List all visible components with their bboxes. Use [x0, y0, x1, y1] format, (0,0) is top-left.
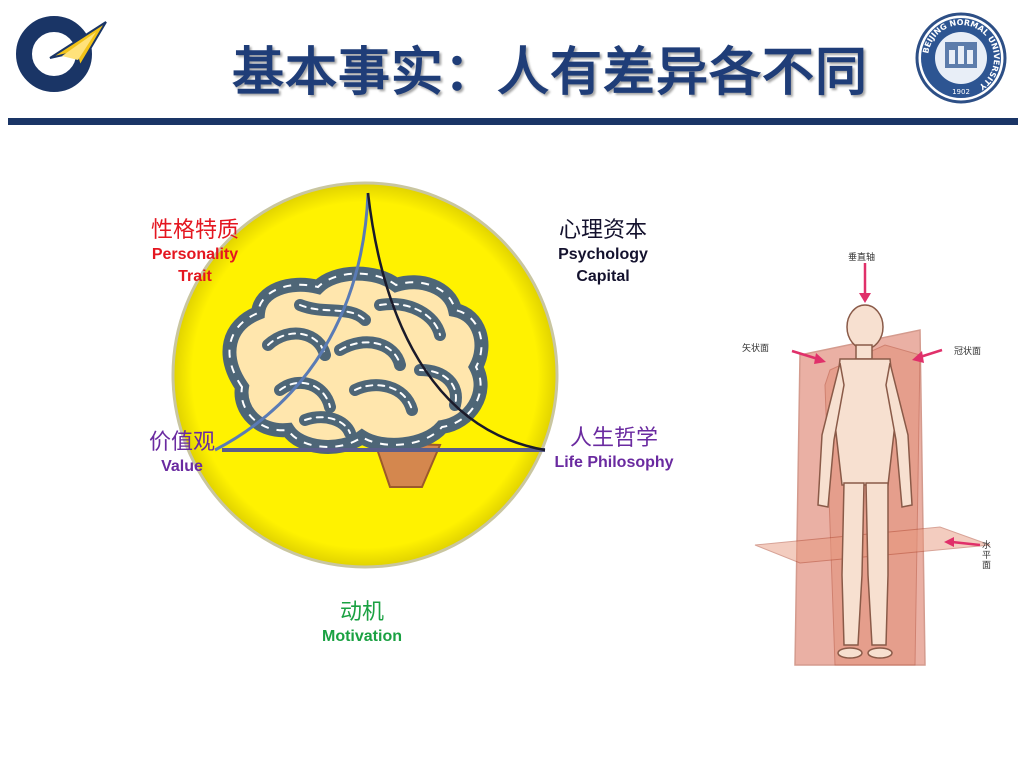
label-motivation: 动机 Motivation	[300, 600, 424, 648]
label-vertical-axis: 垂直轴	[848, 253, 876, 263]
label-value-en: Value	[161, 458, 203, 475]
header-divider	[8, 118, 1018, 125]
brain-shape	[222, 266, 489, 454]
label-psychology-capital: 心理资本 Psychology Capital	[528, 218, 678, 288]
label-philosophy-zh: 人生哲学	[569, 426, 658, 451]
anatomy-planes-figure	[754, 263, 991, 666]
emblem-year: 1902	[952, 88, 970, 96]
label-life-philosophy: 人生哲学 Life Philosophy	[528, 426, 700, 474]
label-philosophy-en: Life Philosophy	[554, 454, 674, 471]
page-title: 基本事实：人有差异各不同	[231, 43, 868, 103]
label-personality-zh: 性格特质	[150, 218, 239, 243]
curve-left	[214, 192, 370, 452]
brain-diagram	[171, 181, 559, 569]
university-emblem: BEIJING NORMAL UNIVERSITY 1902	[915, 12, 1007, 104]
label-personality-en-2: Trait	[178, 268, 212, 285]
curve-right	[366, 192, 546, 452]
label-psychology-en-2: Capital	[576, 268, 630, 285]
label-personality-trait: 性格特质 Personality Trait	[120, 218, 270, 288]
organization-logo	[16, 16, 107, 92]
label-coronal-plane: 冠状面	[954, 347, 982, 357]
label-horizontal-plane-2: 平	[982, 551, 992, 561]
label-sagittal-plane: 矢状面	[742, 344, 770, 354]
label-horizontal-plane-3: 面	[982, 561, 992, 571]
label-value-zh: 价值观	[148, 430, 215, 455]
label-psychology-zh: 心理资本	[558, 218, 647, 243]
label-motivation-en: Motivation	[322, 628, 402, 645]
label-horizontal-plane-1: 水	[982, 541, 992, 551]
label-personality-en-1: Personality	[151, 246, 239, 263]
label-value: 价值观 Value	[122, 430, 242, 478]
label-psychology-en-1: Psychology	[558, 246, 648, 263]
label-motivation-zh: 动机	[339, 600, 384, 625]
